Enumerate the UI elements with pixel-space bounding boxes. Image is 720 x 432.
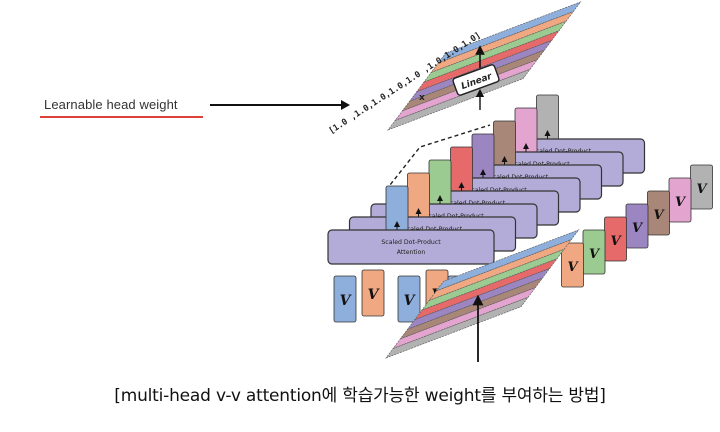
- value-label: V: [696, 182, 708, 197]
- attention-label: Scaled Dot-Product: [381, 239, 441, 246]
- scaled-dot-product-attention-block: [327, 229, 495, 265]
- value-input: [333, 275, 357, 323]
- value-label: V: [589, 247, 601, 262]
- value-label: V: [368, 287, 381, 303]
- figure-caption: [multi-head v-v attention에 학습가능한 weight를…: [114, 386, 606, 406]
- multi-head-attention-diagram: [1.0 ,1.0,1.0,1.0,1.0 ,1.0,1.0,1.0] x Li…: [327, 1, 713, 362]
- value-label: V: [404, 293, 417, 309]
- value-label: V: [610, 234, 622, 249]
- strip-band: [435, 229, 580, 292]
- annotation-underline: [40, 116, 203, 118]
- value-input: [397, 275, 421, 323]
- multiply-symbol: x: [419, 93, 425, 103]
- attention-label: Attention: [397, 249, 426, 256]
- arrow-right-icon: [210, 100, 350, 110]
- value-input: [361, 269, 385, 317]
- value-label: V: [632, 221, 644, 236]
- strip-band: [437, 1, 582, 64]
- value-label: V: [653, 208, 665, 223]
- value-input: [561, 242, 584, 288]
- value-label: V: [675, 195, 687, 210]
- input-strip: [385, 229, 580, 359]
- annotation-label: Learnable head weight: [44, 97, 178, 112]
- value-label: V: [567, 260, 579, 275]
- value-label: V: [340, 293, 353, 309]
